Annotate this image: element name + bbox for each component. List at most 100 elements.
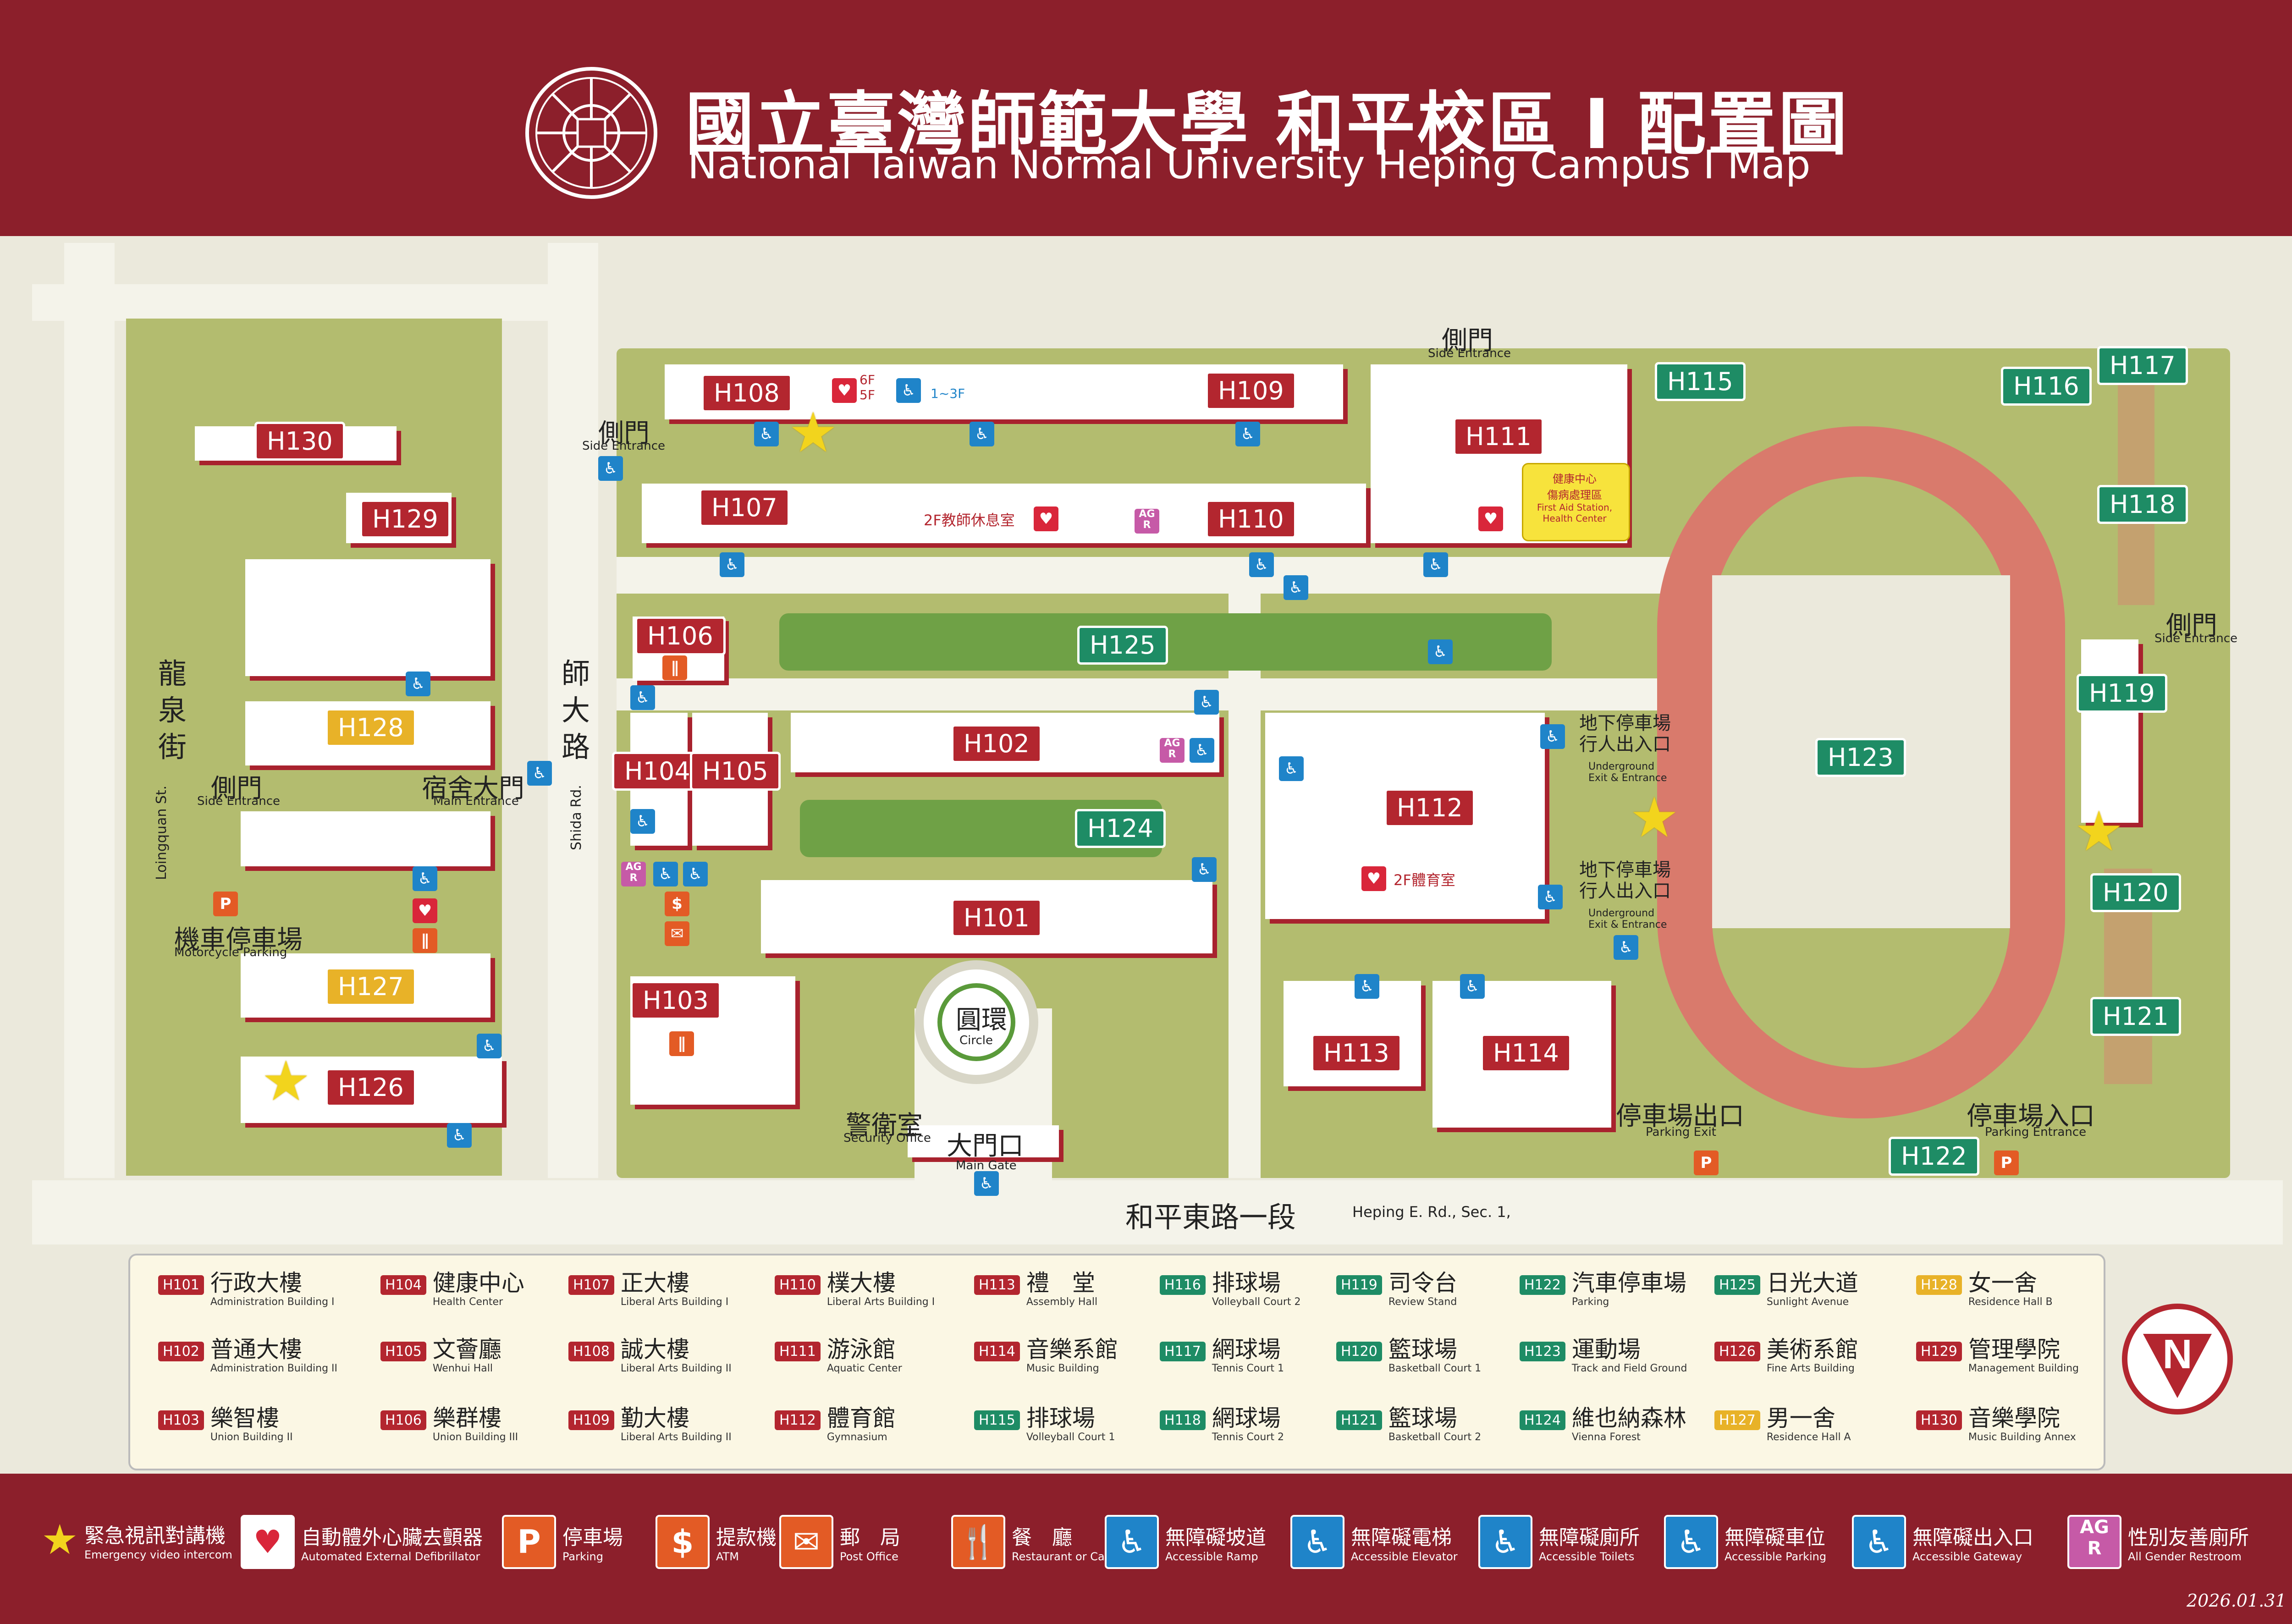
access-ramp-icon[interactable]: ♿ — [1279, 756, 1304, 781]
label-h127[interactable]: H127 — [325, 967, 416, 1006]
label-h130[interactable]: H130 — [254, 422, 345, 461]
access-ramp-icon[interactable]: ♿ — [970, 422, 994, 446]
mail-icon[interactable]: ✉ — [665, 921, 689, 946]
toilet-icon[interactable]: ♿ — [1428, 639, 1453, 664]
label-h125[interactable]: H125 — [1077, 626, 1168, 665]
agr-icon[interactable]: AG R — [1160, 738, 1185, 763]
ug-exit-2-zh: 地下停車場 行人出入口 — [1579, 859, 1671, 902]
access-ramp-icon[interactable]: ♿ — [1538, 885, 1563, 909]
parking-icon[interactable]: P — [213, 892, 238, 916]
legend-name-en: Sunlight Avenue — [1766, 1296, 1849, 1308]
access-ramp-icon[interactable]: ♿ — [413, 866, 437, 891]
title-english: National Taiwan Normal University Heping… — [688, 142, 1811, 188]
label-h103[interactable]: H103 — [630, 981, 721, 1020]
legend-name-zh: 排球場 — [1026, 1405, 1095, 1431]
label-h124[interactable]: H124 — [1075, 809, 1166, 848]
label-h102[interactable]: H102 — [951, 724, 1042, 763]
access-ramp-icon[interactable]: ♿ — [1194, 690, 1219, 715]
elevator-icon[interactable]: ♿ — [653, 862, 678, 886]
label-h118[interactable]: H118 — [2097, 485, 2188, 524]
access-ramp-icon[interactable]: ♿ — [630, 809, 655, 834]
star-icon-h119[interactable]: ★ — [2074, 800, 2124, 864]
accessible-parking-icon[interactable]: ♿ — [1284, 575, 1308, 600]
street-longquan-zh: 龍 泉 街 — [158, 657, 187, 764]
access-ramp-icon[interactable]: ♿ — [720, 552, 744, 577]
access-ramp-icon[interactable]: ♿ — [630, 685, 655, 710]
access-ramp-icon[interactable]: ♿ — [598, 456, 623, 481]
label-h110[interactable]: H110 — [1206, 500, 1296, 539]
label-h108[interactable]: H108 — [701, 374, 792, 413]
star-icon-h108[interactable]: ★ — [788, 401, 838, 465]
label-h129[interactable]: H129 — [360, 500, 451, 539]
elevator-icon[interactable]: ♿ — [896, 378, 921, 403]
access-ramp-icon[interactable]: ♿ — [1423, 552, 1448, 577]
security-office-en: Security Office — [843, 1131, 931, 1145]
main-entrance-en: Main Entrance — [433, 794, 519, 808]
label-h106[interactable]: H106 — [635, 617, 726, 655]
label-h123[interactable]: H123 — [1815, 738, 1906, 777]
label-h115[interactable]: H115 — [1655, 362, 1746, 401]
label-h111[interactable]: H111 — [1453, 417, 1544, 456]
ntnu-logo-icon — [525, 67, 657, 199]
aed-icon[interactable]: ♥ — [1361, 866, 1386, 891]
access-ramp-icon[interactable]: ♿ — [1614, 935, 1638, 960]
access-ramp-icon[interactable]: ♿ — [1355, 974, 1379, 999]
label-h128[interactable]: H128 — [325, 708, 416, 747]
legend-code: H126 — [1714, 1342, 1760, 1361]
star-icon-gym[interactable]: ★ — [1630, 786, 1679, 850]
road-heping — [32, 1180, 2283, 1244]
access-ramp-icon[interactable]: ♿ — [477, 1034, 501, 1058]
access-ramp-icon[interactable]: ♿ — [1460, 974, 1485, 999]
bld-h128-top — [245, 559, 490, 676]
access-ramp-icon[interactable]: ♿ — [406, 672, 430, 696]
parking-icon[interactable]: P — [1694, 1151, 1719, 1175]
access-ramp-icon[interactable]: ♿ — [1540, 724, 1565, 749]
star-icon-h126[interactable]: ★ — [261, 1050, 311, 1113]
access-ramp-icon[interactable]: ♿ — [447, 1123, 472, 1148]
legend-name-zh: 文薈廳 — [432, 1336, 501, 1363]
aed-icon[interactable]: ♥ — [413, 898, 437, 923]
agr-icon[interactable]: AG R — [621, 862, 646, 886]
gateway-icon[interactable]: ♿ — [527, 761, 552, 786]
label-h101[interactable]: H101 — [951, 898, 1042, 937]
access-ramp-icon[interactable]: ♿ — [683, 862, 708, 886]
label-h112[interactable]: H112 — [1384, 788, 1475, 827]
access-ramp-icon[interactable]: ♿ — [1235, 422, 1260, 446]
label-h122[interactable]: H122 — [1889, 1137, 1979, 1176]
label-h126[interactable]: H126 — [325, 1068, 416, 1107]
restaurant-icon[interactable]: ∥ — [662, 655, 687, 680]
label-h107[interactable]: H107 — [699, 488, 790, 527]
label-h119[interactable]: H119 — [2077, 674, 2167, 713]
access-ramp-icon[interactable]: ♿ — [1192, 857, 1217, 882]
aed-icon[interactable]: ♥ — [832, 378, 857, 403]
gateway-icon[interactable]: ♿ — [974, 1171, 999, 1196]
restaurant-icon[interactable]: ∥ — [669, 1031, 694, 1056]
parking-icon[interactable]: P — [1994, 1151, 2019, 1175]
aed-icon[interactable]: ♥ — [1034, 506, 1058, 531]
label-h121[interactable]: H121 — [2090, 997, 2181, 1036]
label-h105[interactable]: H105 — [690, 752, 781, 791]
access-ramp-icon[interactable]: ♿ — [1190, 738, 1214, 763]
side-entrance-east-zh: 側門 — [2166, 611, 2217, 641]
restaurant-icon[interactable]: ∥ — [413, 928, 437, 953]
access-ramp-icon[interactable]: ♿ — [1249, 552, 1274, 577]
label-h120[interactable]: H120 — [2090, 873, 2181, 912]
label-h116[interactable]: H116 — [2001, 367, 2092, 406]
label-h114[interactable]: H114 — [1481, 1034, 1571, 1073]
label-h109[interactable]: H109 — [1206, 371, 1296, 410]
label-h104[interactable]: H104 — [612, 752, 703, 791]
agr-icon[interactable]: AG R — [1135, 509, 1159, 534]
legend-name-en: Residence Hall B — [1968, 1296, 2053, 1308]
label-h117[interactable]: H117 — [2097, 346, 2188, 385]
aed-icon[interactable]: ♥ — [1478, 506, 1503, 531]
label-h113[interactable]: H113 — [1311, 1034, 1402, 1073]
access-ramp-icon[interactable]: ♿ — [754, 422, 779, 446]
atm-icon[interactable]: $ — [665, 892, 689, 916]
legend-name-zh: 正大樓 — [620, 1270, 689, 1296]
